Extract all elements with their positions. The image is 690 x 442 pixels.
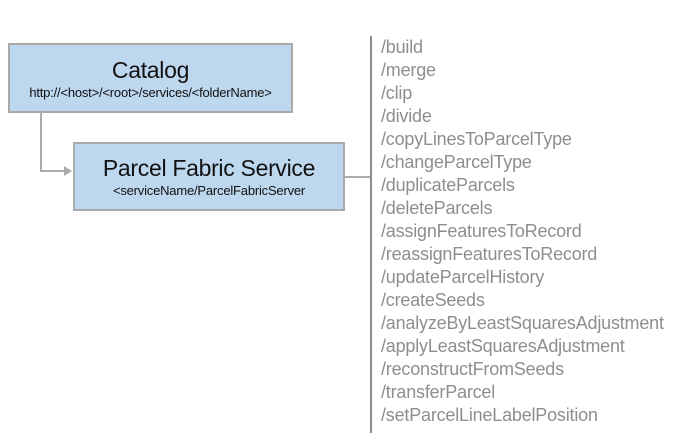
endpoint-item: /copyLinesToParcelType — [381, 129, 572, 149]
catalog-connector-horizontal-line — [40, 170, 66, 172]
service-connector-line — [345, 176, 370, 178]
arrowhead-icon — [64, 166, 72, 176]
endpoint-item: /updateParcelHistory — [381, 267, 545, 287]
catalog-title: Catalog — [111, 56, 190, 83]
parcel-fabric-service-node: Parcel Fabric Service <serviceName/Parce… — [73, 142, 345, 211]
catalog-node: Catalog http://<host>/<root>/services/<f… — [8, 43, 293, 113]
endpoint-item: /reassignFeaturesToRecord — [381, 244, 598, 264]
service-url-template: <serviceName/ParcelFabricServer — [112, 183, 306, 198]
endpoint-item: /merge — [381, 60, 436, 80]
endpoint-item: /changeParcelType — [381, 152, 532, 172]
endpoint-item: /reconstructFromSeeds — [381, 359, 564, 379]
endpoint-item: /duplicateParcels — [381, 175, 515, 195]
catalog-url-template: http://<host>/<root>/services/<folderNam… — [29, 84, 272, 100]
endpoint-item: /setParcelLineLabelPosition — [381, 405, 598, 425]
endpoint-item: /deleteParcels — [381, 198, 493, 218]
endpoint-item: /divide — [381, 106, 432, 126]
endpoint-item: /assignFeaturesToRecord — [381, 221, 582, 241]
endpoint-divider-line — [370, 36, 372, 433]
endpoint-item: /analyzeByLeastSquaresAdjustment — [381, 313, 664, 333]
endpoint-item: /build — [381, 37, 423, 57]
endpoint-item: /createSeeds — [381, 290, 485, 310]
endpoint-list: /build /merge /clip /divide /copyLinesTo… — [381, 36, 664, 427]
service-title: Parcel Fabric Service — [102, 155, 316, 181]
endpoint-item: /transferParcel — [381, 382, 496, 402]
catalog-connector-vertical-line — [40, 113, 42, 172]
endpoint-item: /clip — [381, 83, 413, 103]
endpoint-item: /applyLeastSquaresAdjustment — [381, 336, 625, 356]
